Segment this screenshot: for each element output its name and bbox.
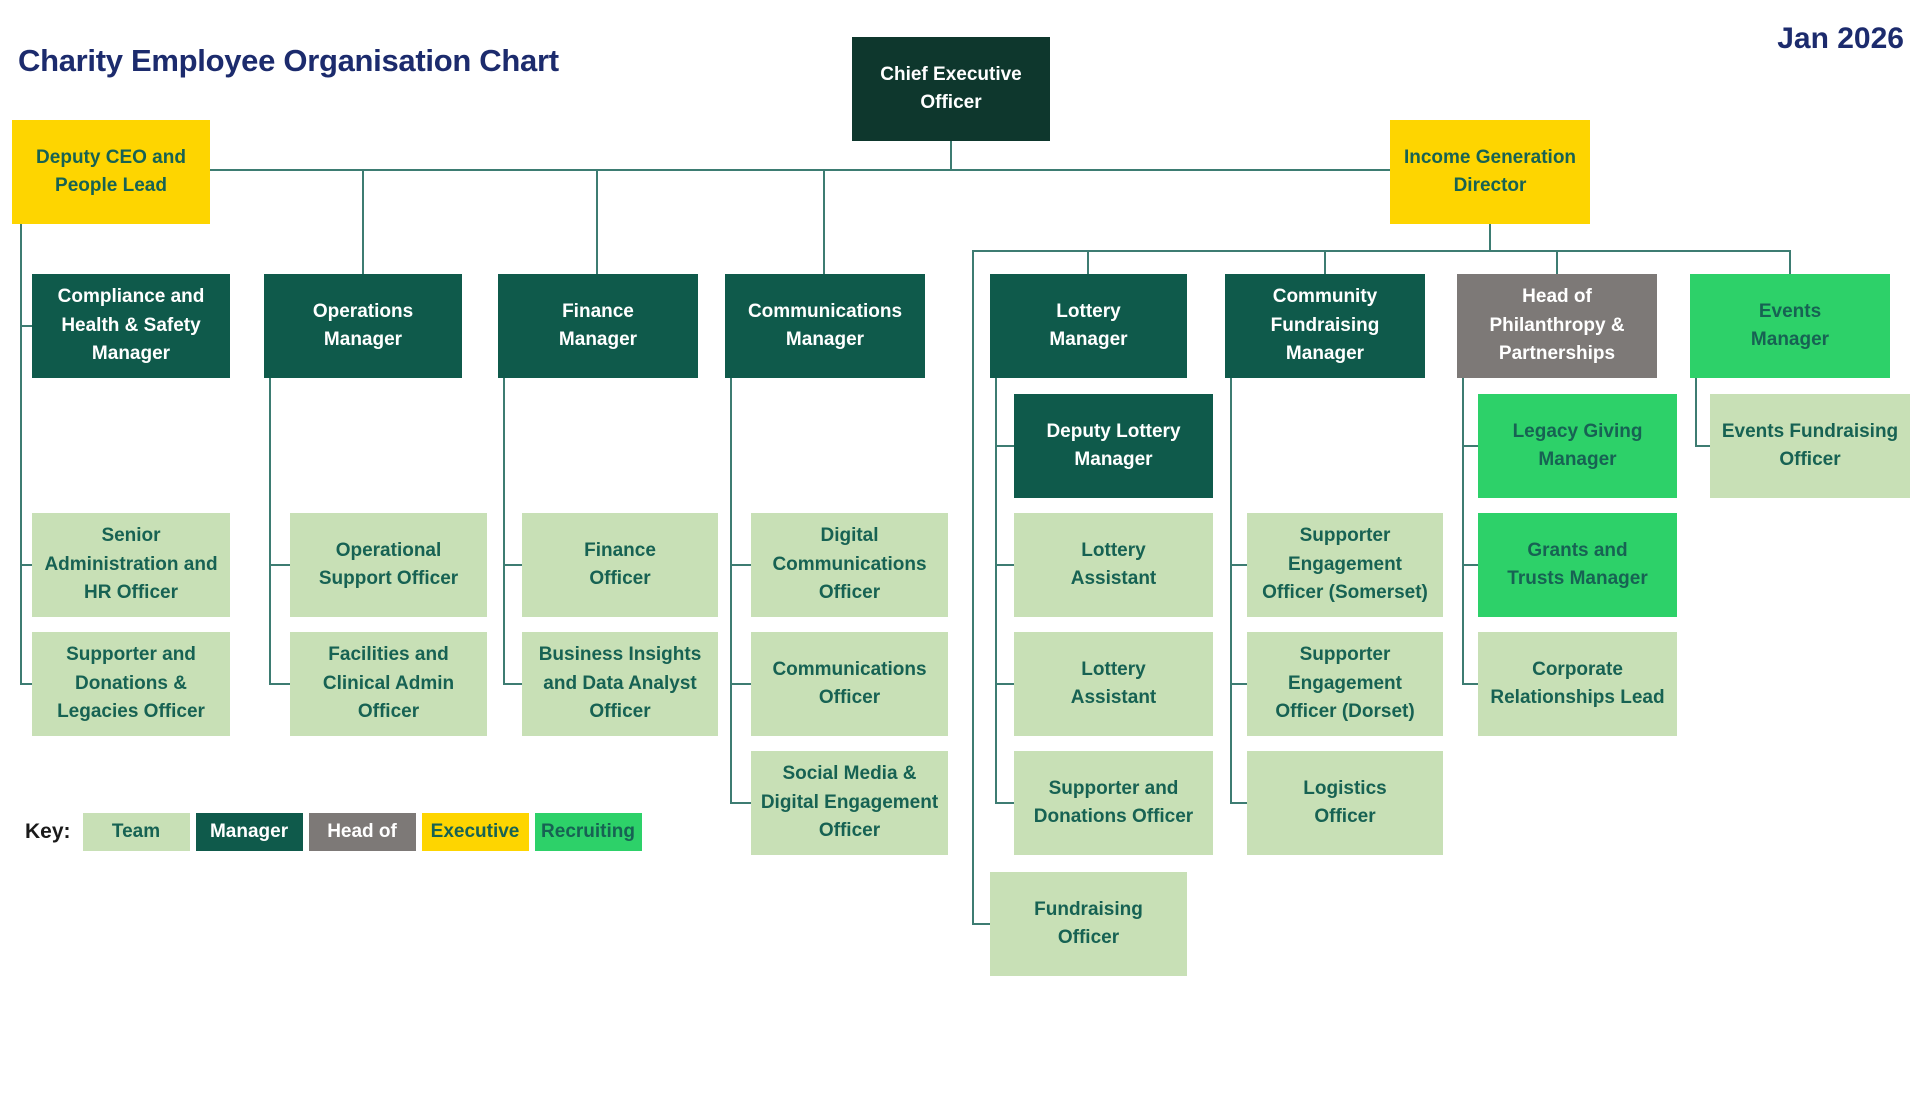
connector-deputy-vertical xyxy=(20,224,22,685)
connector-elbow-facilities xyxy=(269,683,290,685)
connector-communications-vertical xyxy=(730,378,732,804)
node-operations-manager: Operations Manager xyxy=(264,274,462,378)
date-label: Jan 2026 xyxy=(1777,22,1904,55)
page-title: Charity Employee Organisation Chart xyxy=(18,42,559,78)
node-deputy-lottery-manager: Deputy Lottery Manager xyxy=(1014,394,1213,498)
node-chief-executive-officer: Chief Executive Officer xyxy=(852,37,1050,141)
legend-swatch-executive: Executive xyxy=(421,813,529,851)
connector-drop-lottery xyxy=(1087,250,1089,274)
connector-elbow-lottery-assistant-2 xyxy=(995,683,1014,685)
connector-community-fundraising-vertical xyxy=(1230,378,1232,804)
connector-elbow-compliance xyxy=(20,325,32,327)
node-digital-communications-officer: Digital Communications Officer xyxy=(751,513,948,617)
node-compliance-health-safety-manager: Compliance and Health & Safety Manager xyxy=(32,274,230,378)
legend-swatch-manager: Manager xyxy=(195,813,303,851)
connector-philanthropy-vertical xyxy=(1462,378,1464,685)
connector-elbow-communications-officer xyxy=(730,683,751,685)
node-community-fundraising-manager: Community Fundraising Manager xyxy=(1225,274,1425,378)
node-facilities-clinical-admin-officer: Facilities and Clinical Admin Officer xyxy=(290,632,487,736)
node-senior-administration-hr-officer: Senior Administration and HR Officer xyxy=(32,513,230,617)
node-supporter-engagement-officer-dorset: Supporter Engagement Officer (Dorset) xyxy=(1247,632,1443,736)
node-finance-manager: Finance Manager xyxy=(498,274,698,378)
connector-elbow-logistics xyxy=(1230,802,1247,804)
legend-label: Key: xyxy=(25,820,71,843)
connector-elbow-business-insights xyxy=(503,683,522,685)
connector-elbow-supporter-legacies xyxy=(20,683,32,685)
legend-swatch-head-of: Head of xyxy=(308,813,416,851)
connector-drop-finance xyxy=(596,169,598,274)
connector-elbow-operational-support xyxy=(269,564,290,566)
node-lottery-assistant-2: Lottery Assistant xyxy=(1014,632,1213,736)
connector-drop-operations xyxy=(362,169,364,274)
node-deputy-ceo-people-lead: Deputy CEO and People Lead xyxy=(12,120,210,224)
node-logistics-officer: Logistics Officer xyxy=(1247,751,1443,855)
connector-elbow-grants-trusts xyxy=(1462,564,1478,566)
connector-main-horizontal xyxy=(210,169,1392,171)
connector-lottery-vertical xyxy=(995,378,997,804)
connector-events-vertical xyxy=(1695,378,1697,447)
connector-elbow-seo-somerset xyxy=(1230,564,1247,566)
connector-finance-vertical xyxy=(503,378,505,685)
connector-elbow-lottery-assistant-1 xyxy=(995,564,1014,566)
connector-operations-vertical xyxy=(269,378,271,685)
connector-drop-communications xyxy=(823,169,825,274)
connector-elbow-finance-officer xyxy=(503,564,522,566)
node-supporter-donations-officer: Supporter and Donations Officer xyxy=(1014,751,1213,855)
connector-elbow-digital-communications xyxy=(730,564,751,566)
node-business-insights-data-analyst-officer: Business Insights and Data Analyst Offic… xyxy=(522,632,718,736)
connector-elbow-deputy-lottery xyxy=(995,445,1014,447)
connector-elbow-fundraising-officer xyxy=(972,923,990,925)
node-fundraising-officer: Fundraising Officer xyxy=(990,872,1187,976)
connector-income-long-vertical xyxy=(972,250,974,925)
node-supporter-engagement-officer-somerset: Supporter Engagement Officer (Somerset) xyxy=(1247,513,1443,617)
connector-elbow-seo-dorset xyxy=(1230,683,1247,685)
node-social-media-digital-engagement-officer: Social Media & Digital Engagement Office… xyxy=(751,751,948,855)
connector-elbow-corporate-relationships xyxy=(1462,683,1478,685)
connector-income-director-drop xyxy=(1489,224,1491,252)
connector-elbow-senior-admin xyxy=(20,564,32,566)
connector-ceo-drop xyxy=(950,140,952,171)
connector-elbow-events-fundraising xyxy=(1695,445,1710,447)
legend-swatch-recruiting: Recruiting xyxy=(534,813,642,851)
node-supporter-donations-legacies-officer: Supporter and Donations & Legacies Offic… xyxy=(32,632,230,736)
connector-elbow-legacy-giving xyxy=(1462,445,1478,447)
node-income-generation-director: Income Generation Director xyxy=(1390,120,1590,224)
connector-drop-head-of-philanthropy xyxy=(1556,250,1558,274)
connector-elbow-supporter-donations xyxy=(995,802,1014,804)
node-finance-officer: Finance Officer xyxy=(522,513,718,617)
connector-drop-events xyxy=(1789,250,1791,274)
node-operational-support-officer: Operational Support Officer xyxy=(290,513,487,617)
node-communications-manager: Communications Manager xyxy=(725,274,925,378)
connector-drop-community-fundraising xyxy=(1324,250,1326,274)
connector-elbow-social-media xyxy=(730,802,751,804)
node-events-fundraising-officer: Events Fundraising Officer xyxy=(1710,394,1910,498)
node-legacy-giving-manager: Legacy Giving Manager xyxy=(1478,394,1677,498)
node-communications-officer: Communications Officer xyxy=(751,632,948,736)
node-grants-trusts-manager: Grants and Trusts Manager xyxy=(1478,513,1677,617)
node-corporate-relationships-lead: Corporate Relationships Lead xyxy=(1478,632,1677,736)
legend: Key: Team Manager Head of Executive Recr… xyxy=(25,813,648,851)
legend-swatch-team: Team xyxy=(82,813,190,851)
connector-income-horizontal xyxy=(972,250,1791,252)
node-lottery-manager: Lottery Manager xyxy=(990,274,1187,378)
node-lottery-assistant-1: Lottery Assistant xyxy=(1014,513,1213,617)
node-head-of-philanthropy-partnerships: Head of Philanthropy & Partnerships xyxy=(1457,274,1657,378)
node-events-manager: Events Manager xyxy=(1690,274,1890,378)
